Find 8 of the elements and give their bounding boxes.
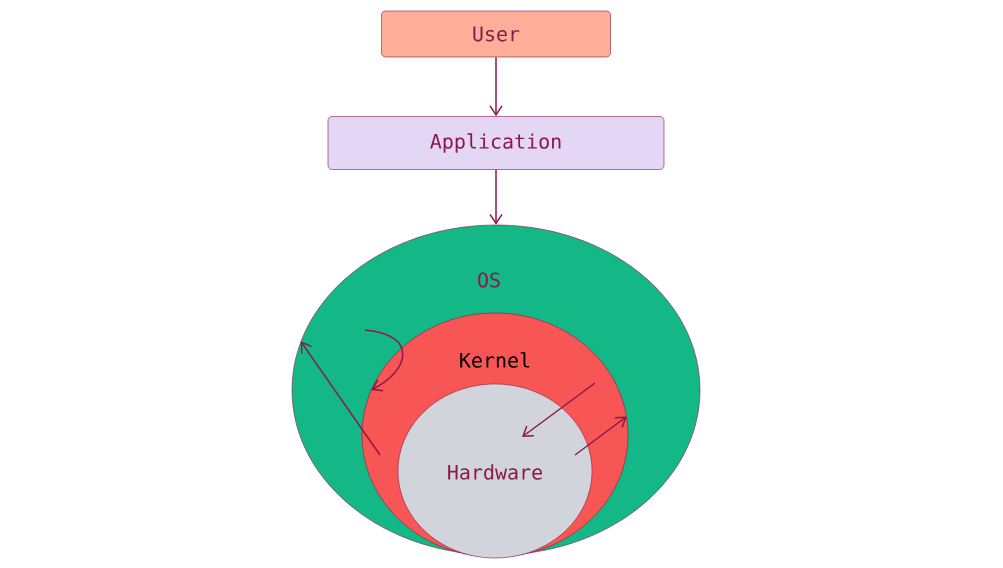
arrow	[574, 416, 627, 456]
arrow	[489, 169, 503, 225]
arrow	[522, 382, 596, 437]
arrow	[489, 56, 503, 117]
process-box: User	[381, 10, 611, 58]
process-box: Application	[327, 116, 665, 170]
arrow	[364, 329, 404, 392]
arrow	[300, 341, 381, 456]
